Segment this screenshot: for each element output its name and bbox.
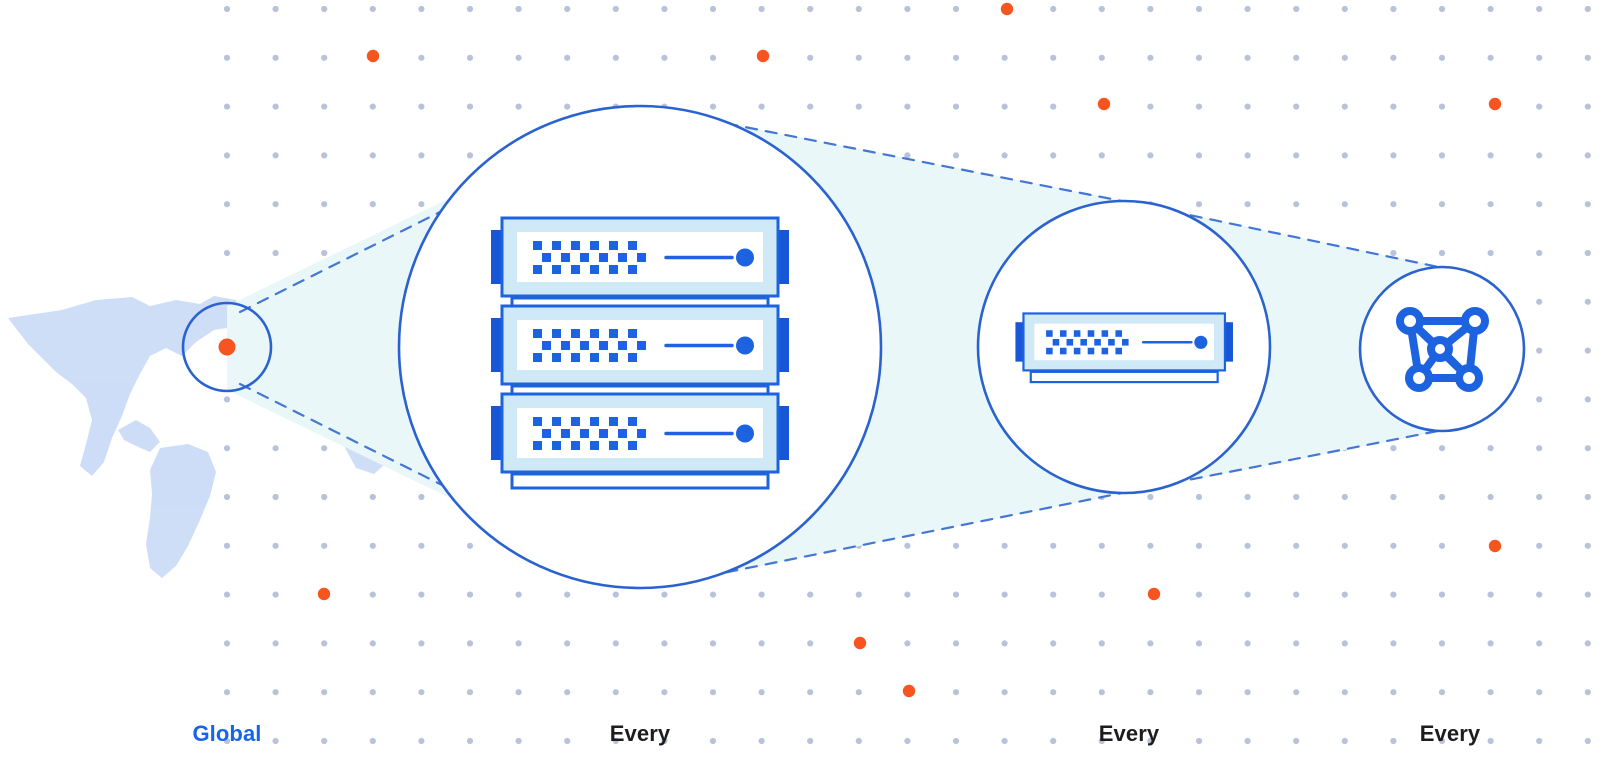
lens-circle-global-network (181, 301, 273, 393)
service-graph-nodes (1396, 307, 1489, 392)
grid-accent-dots (317, 2, 1502, 698)
grid-accent-dot (1097, 97, 1111, 111)
cone-guide-top-3 (1130, 201, 1450, 271)
grid-accent-dot (1488, 539, 1502, 553)
grid-accent-dot (1488, 97, 1502, 111)
label-global-network-line1: Global (192, 721, 262, 746)
map-location-pin (218, 338, 236, 356)
label-service-line1: Every (1419, 721, 1481, 746)
label-service: Every service (1350, 669, 1550, 782)
grid-accent-dot (853, 636, 867, 650)
grid-accent-dot (1000, 2, 1014, 16)
grid-accent-dot (756, 49, 770, 63)
label-server-line1: Every (1098, 721, 1160, 746)
grid-accent-dot (317, 587, 331, 601)
grid-accent-dot (1147, 587, 1161, 601)
label-server: Every server (1029, 669, 1229, 782)
grid-accent-dot (902, 684, 916, 698)
service-node-graph (1396, 307, 1489, 392)
cone-guide-bottom-3 (1130, 427, 1450, 493)
grid-accent-dot (366, 49, 380, 63)
label-data-center-line1: Every (609, 721, 671, 746)
label-global-network: Global network (127, 669, 327, 782)
label-data-center: Every data center (540, 669, 740, 782)
